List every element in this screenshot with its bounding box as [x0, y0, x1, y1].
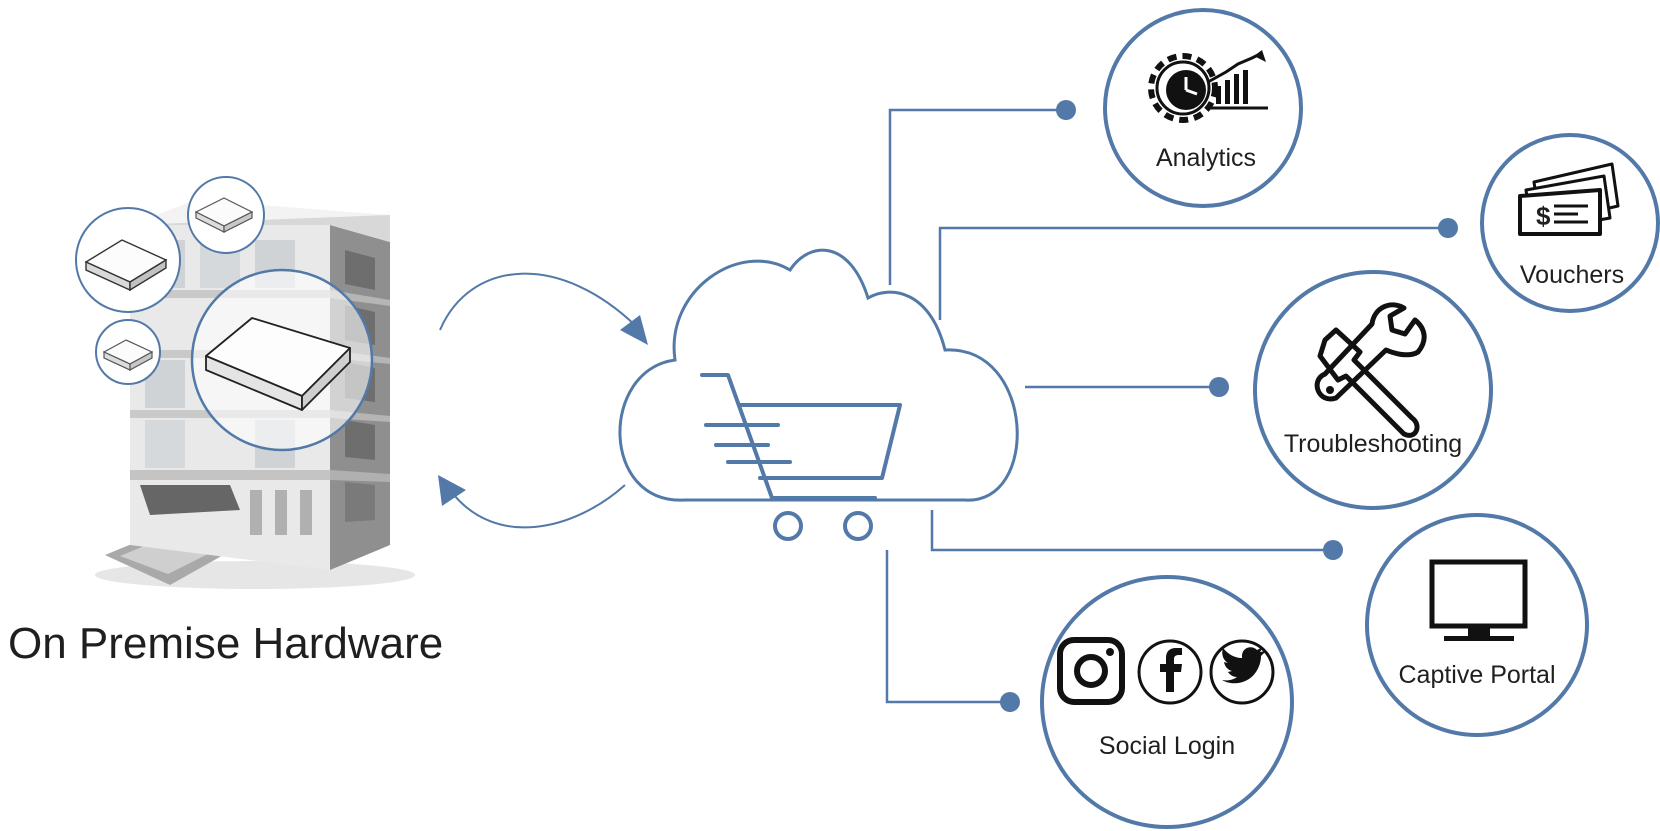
- service-troubleshooting: Troubleshooting: [1253, 270, 1493, 510]
- voucher-tickets-icon: $: [1518, 162, 1620, 236]
- wrench-screwdriver-icon: [1314, 302, 1427, 438]
- monitor-icon: [1429, 559, 1528, 641]
- connector-dots: [1000, 100, 1458, 712]
- access-point-bubble-large: [190, 268, 374, 452]
- service-label: Analytics: [1156, 144, 1256, 172]
- hardware-title: On Premise Hardware: [8, 619, 443, 668]
- service-social-login: Social Login: [1040, 575, 1294, 829]
- access-point-bubble: [75, 207, 181, 313]
- service-label: Vouchers: [1520, 261, 1624, 289]
- access-point-bubble: [187, 176, 265, 254]
- svg-text:$: $: [1536, 201, 1551, 231]
- service-label: Captive Portal: [1398, 661, 1555, 689]
- cloud-icon: [618, 248, 1019, 502]
- arrow-head-icon: [620, 315, 648, 345]
- service-label: Troubleshooting: [1284, 430, 1462, 458]
- access-point-bubble: [95, 319, 161, 385]
- sync-arrows: [439, 272, 641, 529]
- service-captive-portal: Captive Portal: [1365, 513, 1589, 737]
- arrow-head-icon: [438, 475, 466, 506]
- gear-chart-icon: [1148, 50, 1268, 123]
- facebook-icon: [1137, 639, 1203, 705]
- shopping-cart-icon: [700, 373, 902, 541]
- service-analytics: Analytics: [1103, 8, 1303, 208]
- connector-lines: [885, 108, 1448, 704]
- service-label: Social Login: [1099, 732, 1235, 760]
- service-vouchers: $ Vouchers: [1480, 133, 1660, 313]
- instagram-icon: [1057, 637, 1125, 705]
- twitter-icon: [1209, 639, 1275, 705]
